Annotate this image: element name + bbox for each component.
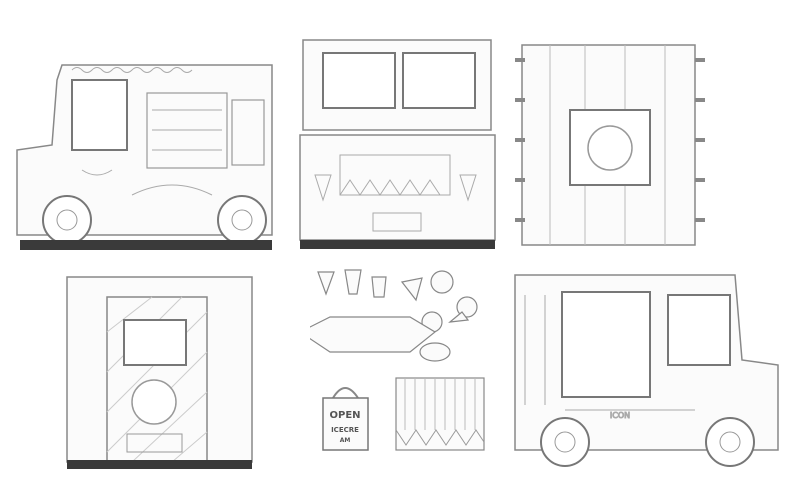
rear-door-panel [510, 40, 710, 252]
open-hang-sign: OPEN ICECRE AM [318, 378, 373, 453]
cutout-icons-cluster [310, 262, 490, 372]
sign-open-text: OPEN [329, 410, 360, 421]
sign-line3-text: AM [340, 437, 351, 444]
truck-back-panel [62, 272, 257, 472]
serving-window-panel [295, 35, 500, 253]
awning-panel [393, 375, 488, 455]
sign-line2-text: ICECRE [331, 426, 359, 434]
truck-side-panel-right: ICON [510, 270, 785, 475]
panel-sign-text: ICON [610, 411, 630, 420]
truck-side-panel-left [12, 55, 282, 255]
